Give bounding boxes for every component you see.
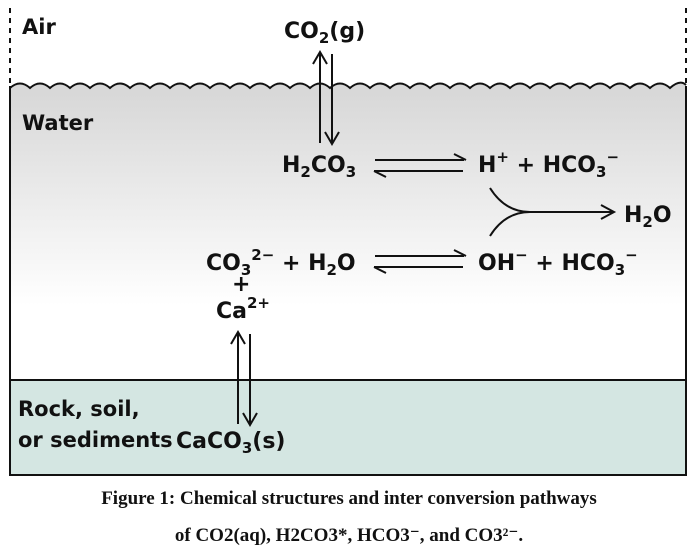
- figure-caption-line2: of CO2(aq), H2CO3*, HCO3⁻, and CO3²⁻.: [174, 525, 524, 546]
- water-label: Water: [22, 111, 94, 135]
- water-product-label: H2O: [624, 203, 672, 231]
- h2co3-label: H2CO3: [282, 153, 356, 181]
- carbonate-hydrolysis-arrows: [373, 249, 467, 274]
- water-surface-line: [9, 81, 687, 90]
- calcium-ion-label: Ca2+: [216, 294, 270, 324]
- rock-label-line2: or sediments: [18, 428, 173, 452]
- water-region: [10, 82, 686, 380]
- neutralization-arrow: [489, 187, 617, 237]
- carbonate-water-label: CO32− + H2O: [206, 246, 356, 279]
- carbonate-equilibria-diagram: Air Water Rock, soil, or sediments CO2(g…: [9, 8, 687, 476]
- calcium-carbonate-vertical-arrows: [230, 330, 258, 427]
- h2co3-dissociation-arrows: [373, 153, 467, 178]
- calcium-carbonate-solid-label: CaCO3(s): [176, 429, 286, 457]
- co2-gas-label: CO2(g): [284, 19, 365, 47]
- rock-label-line1: Rock, soil,: [18, 397, 140, 421]
- h-plus-bicarbonate-label: H+ + HCO3−: [478, 148, 619, 181]
- plus-sign: +: [232, 272, 250, 297]
- hydroxide-bicarbonate-label: OH− + HCO3−: [478, 246, 638, 279]
- co2-h2co3-vertical-arrows: [312, 50, 340, 146]
- sediment-region: [9, 379, 687, 476]
- figure-caption-line1: Figure 1: Chemical structures and inter …: [101, 488, 597, 509]
- air-label: Air: [22, 15, 56, 39]
